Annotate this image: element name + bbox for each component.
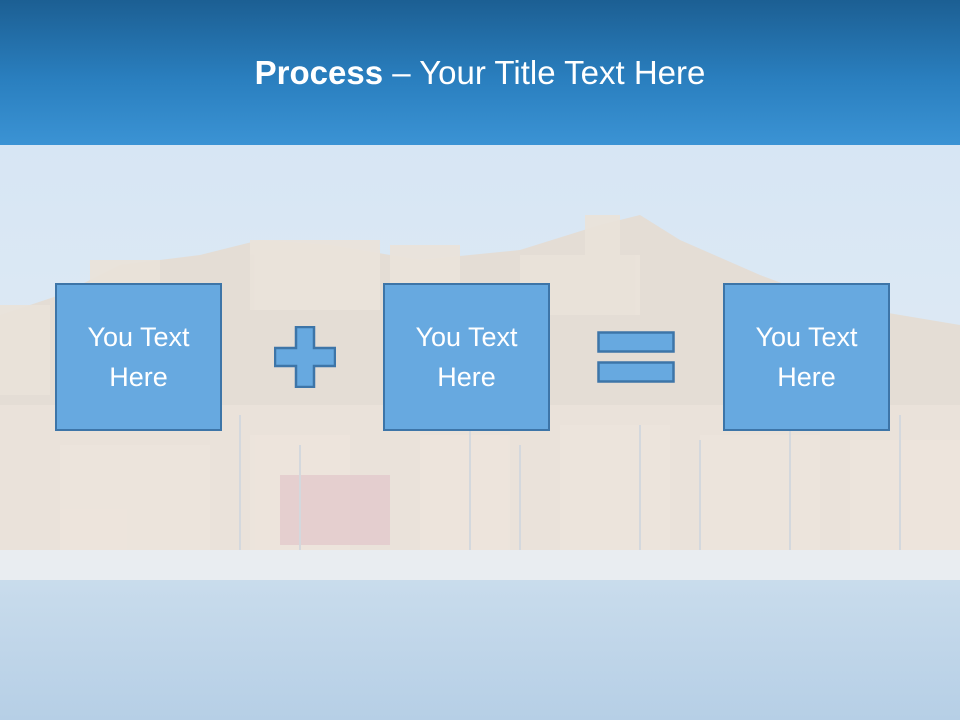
process-box-3: You Text Here [723, 283, 890, 431]
page-title: Process – Your Title Text Here [255, 54, 706, 92]
harbor-background-image [0, 145, 960, 720]
process-box-label: You Text Here [87, 322, 190, 392]
process-box-1: You Text Here [55, 283, 222, 431]
title-bold: Process [254, 53, 384, 91]
plus-icon [274, 326, 336, 388]
title-rest: – Your Title Text Here [383, 53, 706, 91]
process-box-2: You Text Here [383, 283, 550, 431]
equals-icon [597, 331, 675, 383]
title-bar: Process – Your Title Text Here [0, 0, 960, 145]
process-box-label: You Text Here [755, 322, 858, 392]
process-box-label: You Text Here [415, 322, 518, 392]
